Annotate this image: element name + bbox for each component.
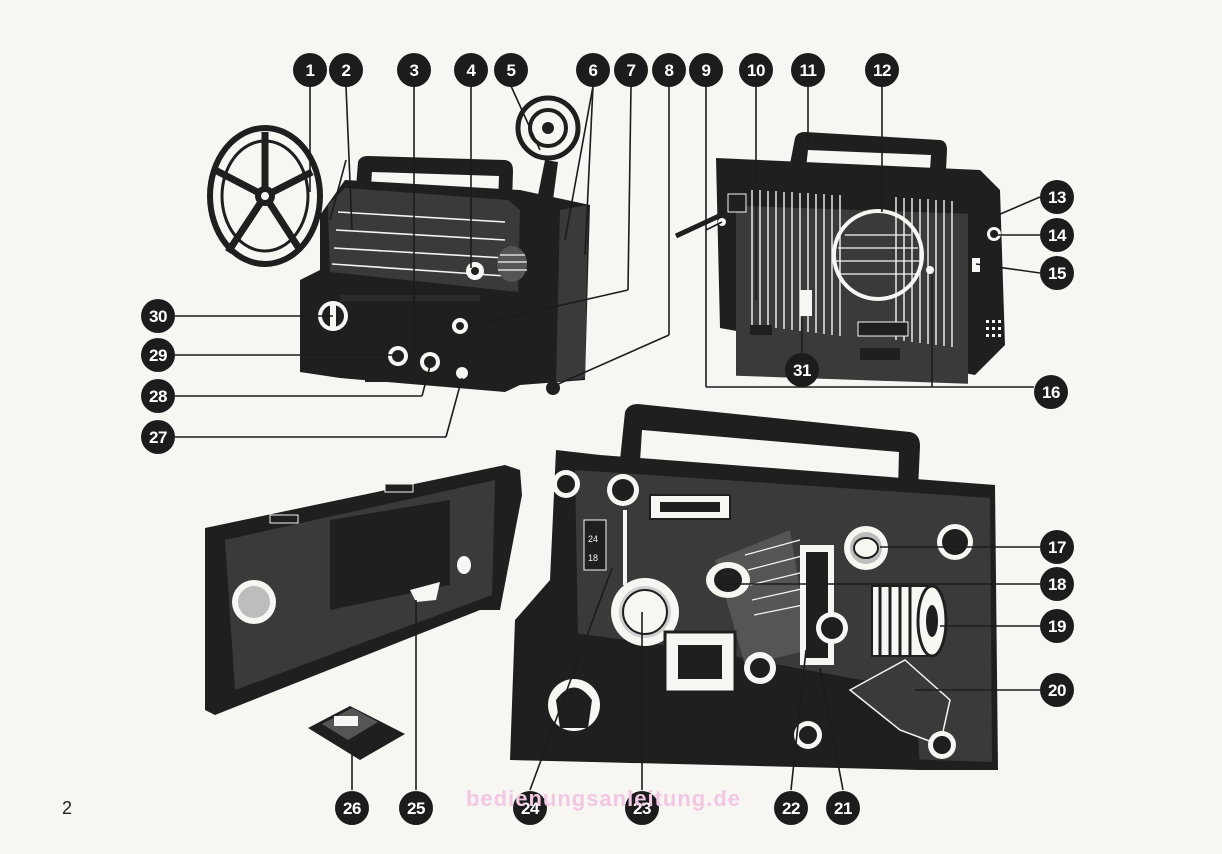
- callout-19: 19: [1040, 609, 1074, 643]
- leader-lines: [175, 85, 1041, 791]
- callout-10: 10: [739, 53, 773, 87]
- svg-text:14: 14: [1048, 226, 1067, 245]
- side-cover: [205, 465, 522, 760]
- svg-text:23: 23: [633, 799, 651, 818]
- projector-front-view: [207, 95, 590, 395]
- svg-text:20: 20: [1048, 681, 1066, 700]
- callouts: 1 2 3 4 5 6 7 8 9 10 11 12 13 14 15 16 1…: [141, 53, 1074, 825]
- callout-7: 7: [614, 53, 648, 87]
- svg-text:6: 6: [589, 61, 598, 80]
- callout-3: 3: [397, 53, 431, 87]
- callout-8: 8: [652, 53, 686, 87]
- svg-text:28: 28: [149, 387, 167, 406]
- frame-rate-24: 24: [588, 534, 598, 544]
- callout-27: 27: [141, 420, 175, 454]
- projector-back-view: [674, 132, 1005, 384]
- callout-17: 17: [1040, 530, 1074, 564]
- callout-12: 12: [865, 53, 899, 87]
- svg-text:19: 19: [1048, 617, 1066, 636]
- callout-28: 28: [141, 379, 175, 413]
- svg-text:18: 18: [1048, 575, 1066, 594]
- callout-16: 16: [1034, 375, 1068, 409]
- svg-text:27: 27: [149, 428, 167, 447]
- callout-2: 2: [329, 53, 363, 87]
- svg-text:5: 5: [507, 61, 516, 80]
- svg-text:31: 31: [793, 361, 811, 380]
- projection-lens: [871, 584, 948, 658]
- svg-text:11: 11: [800, 61, 817, 80]
- callout-1: 1: [293, 53, 327, 87]
- svg-text:4: 4: [467, 61, 477, 80]
- callout-9: 9: [689, 53, 723, 87]
- page-number: 2: [62, 798, 73, 818]
- callout-14: 14: [1040, 218, 1074, 252]
- svg-text:8: 8: [665, 61, 674, 80]
- svg-text:17: 17: [1048, 538, 1066, 557]
- callout-25: 25: [399, 791, 433, 825]
- svg-text:3: 3: [410, 61, 419, 80]
- callout-15: 15: [1040, 256, 1074, 290]
- callout-6: 6: [576, 53, 610, 87]
- svg-text:26: 26: [343, 799, 361, 818]
- callout-21: 21: [826, 791, 860, 825]
- callout-24: 24: [513, 791, 547, 825]
- svg-text:2: 2: [342, 61, 351, 80]
- callout-23: 23: [625, 791, 659, 825]
- callout-20: 20: [1040, 673, 1074, 707]
- callout-22: 22: [774, 791, 808, 825]
- svg-text:13: 13: [1048, 188, 1066, 207]
- callout-26: 26: [335, 791, 369, 825]
- frame-rate-18: 18: [588, 553, 598, 563]
- svg-text:10: 10: [747, 61, 765, 80]
- svg-text:30: 30: [149, 307, 167, 326]
- svg-text:9: 9: [702, 61, 711, 80]
- svg-text:12: 12: [873, 61, 891, 80]
- svg-text:7: 7: [627, 61, 636, 80]
- svg-text:24: 24: [521, 799, 540, 818]
- svg-text:29: 29: [149, 346, 167, 365]
- callout-5: 5: [494, 53, 528, 87]
- svg-text:21: 21: [834, 799, 852, 818]
- svg-text:15: 15: [1048, 264, 1066, 283]
- callout-29: 29: [141, 338, 175, 372]
- takeup-reel: [515, 95, 581, 161]
- watermark-text: bedienungsanleitung.de: [466, 786, 742, 811]
- svg-text:16: 16: [1042, 383, 1060, 402]
- callout-4: 4: [454, 53, 488, 87]
- svg-text:22: 22: [782, 799, 800, 818]
- svg-text:1: 1: [306, 61, 315, 80]
- callout-30: 30: [141, 299, 175, 333]
- projector-interior-view: 24 18: [510, 404, 998, 770]
- callout-11: 11: [791, 53, 825, 87]
- callout-31: 31: [785, 353, 819, 387]
- feed-reel: [207, 125, 323, 267]
- svg-text:25: 25: [407, 799, 425, 818]
- callout-18: 18: [1040, 567, 1074, 601]
- callout-13: 13: [1040, 180, 1074, 214]
